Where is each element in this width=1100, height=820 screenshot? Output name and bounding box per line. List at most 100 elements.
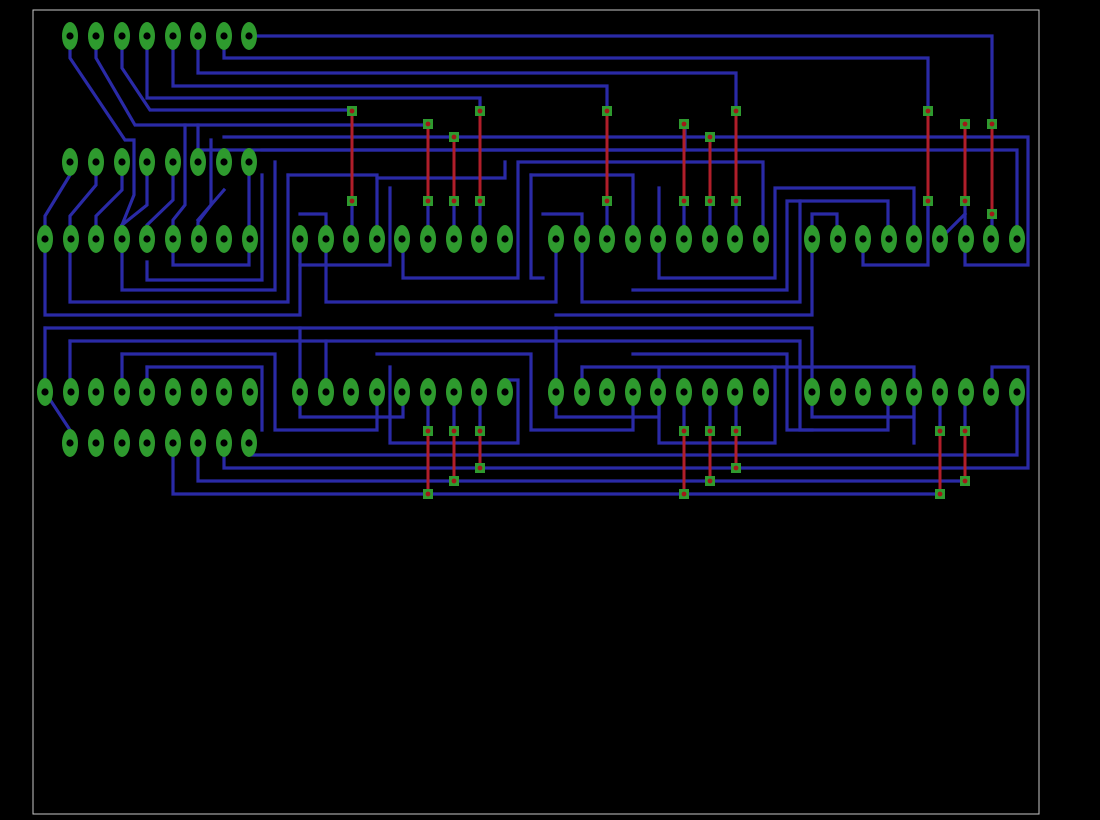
pad-drill (347, 235, 355, 243)
pad-drill (680, 235, 688, 243)
via-hole (733, 465, 739, 471)
pad-drill (808, 388, 816, 396)
bottom-trace (196, 34, 738, 113)
pad-drill (194, 32, 202, 40)
bottom-trace (286, 173, 379, 241)
pad-drill (220, 158, 228, 166)
via-hole (451, 198, 457, 204)
pad-drill (859, 235, 867, 243)
pad-drill (194, 439, 202, 447)
pad-drill (143, 32, 151, 40)
via-hole (989, 211, 995, 217)
pad-drill (859, 388, 867, 396)
pad-drill (118, 439, 126, 447)
via-hole (925, 198, 931, 204)
via-hole (349, 198, 355, 204)
pad-drill (910, 235, 918, 243)
bottom-trace (195, 187, 227, 223)
pad-drill (322, 235, 330, 243)
pad-drill (962, 388, 970, 396)
pad-drill (603, 388, 611, 396)
via-hole (477, 198, 483, 204)
via-hole (733, 198, 739, 204)
pad-drill (731, 388, 739, 396)
pad-drill (475, 388, 483, 396)
pad-drill (194, 158, 202, 166)
via-hole (962, 478, 968, 484)
board-outline (32, 9, 1040, 815)
pad-drill (987, 388, 995, 396)
pad-drill (220, 235, 228, 243)
via-hole (962, 198, 968, 204)
pad-drill (92, 439, 100, 447)
pad-drill (92, 158, 100, 166)
pad-drill (245, 32, 253, 40)
pad-drill (757, 235, 765, 243)
pad-drill (757, 388, 765, 396)
pad-drill (246, 235, 254, 243)
pad-drill (92, 235, 100, 243)
pad-drill (398, 388, 406, 396)
bottom-trace (631, 199, 802, 292)
pad-drill (475, 235, 483, 243)
pad-drill (834, 388, 842, 396)
via-hole (707, 134, 713, 140)
pad-drill (220, 388, 228, 396)
bottom-trace (375, 160, 507, 180)
pad-drill (885, 388, 893, 396)
bottom-trace (260, 148, 1019, 241)
pad-drill (834, 235, 842, 243)
via-hole (451, 134, 457, 140)
bottom-trace (298, 212, 558, 304)
pad-drill (578, 235, 586, 243)
pad-drill (987, 235, 995, 243)
pad-drill (118, 388, 126, 396)
via-hole (733, 428, 739, 434)
pad-drill (245, 158, 253, 166)
bottom-trace (657, 186, 916, 280)
pad-drill (41, 235, 49, 243)
pad-drill (169, 235, 177, 243)
pad-drill (220, 439, 228, 447)
pad-drill (143, 388, 151, 396)
pad-drill (118, 32, 126, 40)
pad-drill (962, 235, 970, 243)
pad-drill (118, 158, 126, 166)
pad-drill (66, 439, 74, 447)
pad-drill (66, 158, 74, 166)
bottom-trace (631, 352, 814, 432)
component-pads (37, 22, 1025, 457)
via-hole (681, 121, 687, 127)
via-hole (962, 121, 968, 127)
via-hole (681, 428, 687, 434)
pad-drill (552, 388, 560, 396)
pad-drill (92, 32, 100, 40)
via-hole (349, 108, 355, 114)
bottom-trace (119, 160, 149, 228)
pad-drill (220, 32, 228, 40)
bottom-trace (68, 173, 290, 304)
pad-drill (680, 388, 688, 396)
pad-drill (296, 235, 304, 243)
via-hole (707, 478, 713, 484)
via-hole (681, 198, 687, 204)
pad-drill (66, 32, 74, 40)
pad-drill (67, 235, 75, 243)
via-hole (681, 491, 687, 497)
pad-drill (910, 388, 918, 396)
bottom-trace (298, 186, 392, 267)
via-hole (733, 108, 739, 114)
bottom-trace (222, 135, 1030, 267)
pad-drill (246, 388, 254, 396)
pad-drill (808, 235, 816, 243)
pad-drill (629, 388, 637, 396)
vias (347, 106, 997, 499)
pad-drill (706, 235, 714, 243)
via-hole (477, 108, 483, 114)
top-copper-traces (350, 109, 994, 496)
pad-drill (731, 235, 739, 243)
pad-drill (629, 235, 637, 243)
pad-drill (706, 388, 714, 396)
